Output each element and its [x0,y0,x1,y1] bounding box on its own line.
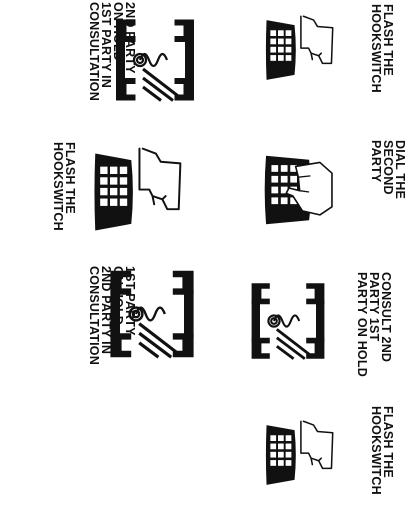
step-4-caption: FLASH THE HOOKSWITCH [370,406,394,495]
step-3-caption: CONSULT 2ND PARTY 1ST PARTY ON HOLD [356,272,392,377]
step-2-caption: DIAL THE SECOND PARTY [370,140,406,199]
step-5-panel: 2ND PARTY ON HOLD 1ST PARTY IN CONSULTAT… [0,0,130,134]
step-1-caption: FLASH THE HOOKSWITCH [370,4,394,93]
hand-keypad-flash-icon [264,10,334,90]
handset-conversation-icon [246,272,330,370]
step-6-panel: FLASH THE HOOKSWITCH [0,140,150,258]
step-1-panel: FLASH THE HOOKSWITCH [326,0,406,128]
step-6-caption: FLASH THE HOOKSWITCH [52,142,76,231]
handset-conversation-icon [110,8,200,112]
hand-keypad-flash-icon [92,144,182,240]
step-7-panel: 1ST PARTY ON HOLD 2ND PARTY IN CONSULTAT… [0,262,200,382]
step-4-panel: FLASH THE HOOKSWITCH [326,398,406,512]
hand-dial-keypad-icon [262,142,336,238]
hand-keypad-flash-icon [264,410,334,500]
handset-conversation-icon [104,262,200,366]
step-3-panel: CONSULT 2ND PARTY 1ST PARTY ON HOLD [326,270,406,390]
step-2-panel: DIAL THE SECOND PARTY [326,136,406,264]
